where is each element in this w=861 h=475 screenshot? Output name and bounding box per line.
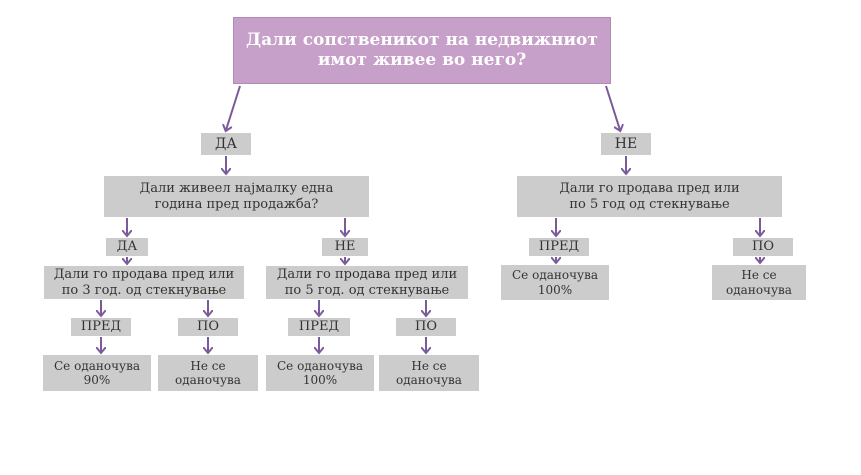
lived-one-year-question: Дали живеел најмалку една година пред пр…	[104, 176, 369, 217]
3y-before-result: Се оданочува 90%	[43, 355, 151, 391]
yes-label: ДА	[201, 133, 251, 155]
sell-before-after-5y-question-owner-not-living: Дали го продава пред или по 5 год од сте…	[517, 176, 782, 217]
sell-before-after-3y-question: Дали го продава пред или по 3 год. од ст…	[44, 266, 244, 299]
arrow-root-to-yes	[226, 85, 241, 130]
3y-after-result: Не се оданочува	[158, 355, 258, 391]
root-question-box: Дали сопственикот на недвижниот имот жив…	[233, 17, 611, 84]
right-after-label: ПО	[733, 238, 793, 256]
right-before-label: ПРЕД	[529, 238, 589, 256]
3y-after-label: ПО	[178, 318, 238, 336]
right-after-result: Не се оданочува	[712, 265, 806, 300]
5y-before-result: Се оданочува 100%	[266, 355, 374, 391]
right-before-result: Се оданочува 100%	[501, 265, 609, 300]
3y-before-label: ПРЕД	[71, 318, 131, 336]
lived-no-label: НЕ	[322, 238, 368, 256]
arrow-root-to-no	[605, 85, 620, 130]
sell-before-after-5y-question: Дали го продава пред или по 5 год. од ст…	[266, 266, 468, 299]
root-question-text: Дали сопственикот на недвижниот имот жив…	[246, 29, 598, 70]
5y-after-result: Не се оданочува	[379, 355, 479, 391]
lived-yes-label: ДА	[106, 238, 148, 256]
no-label: НЕ	[601, 133, 651, 155]
5y-after-label: ПО	[396, 318, 456, 336]
5y-before-label: ПРЕД	[288, 318, 350, 336]
